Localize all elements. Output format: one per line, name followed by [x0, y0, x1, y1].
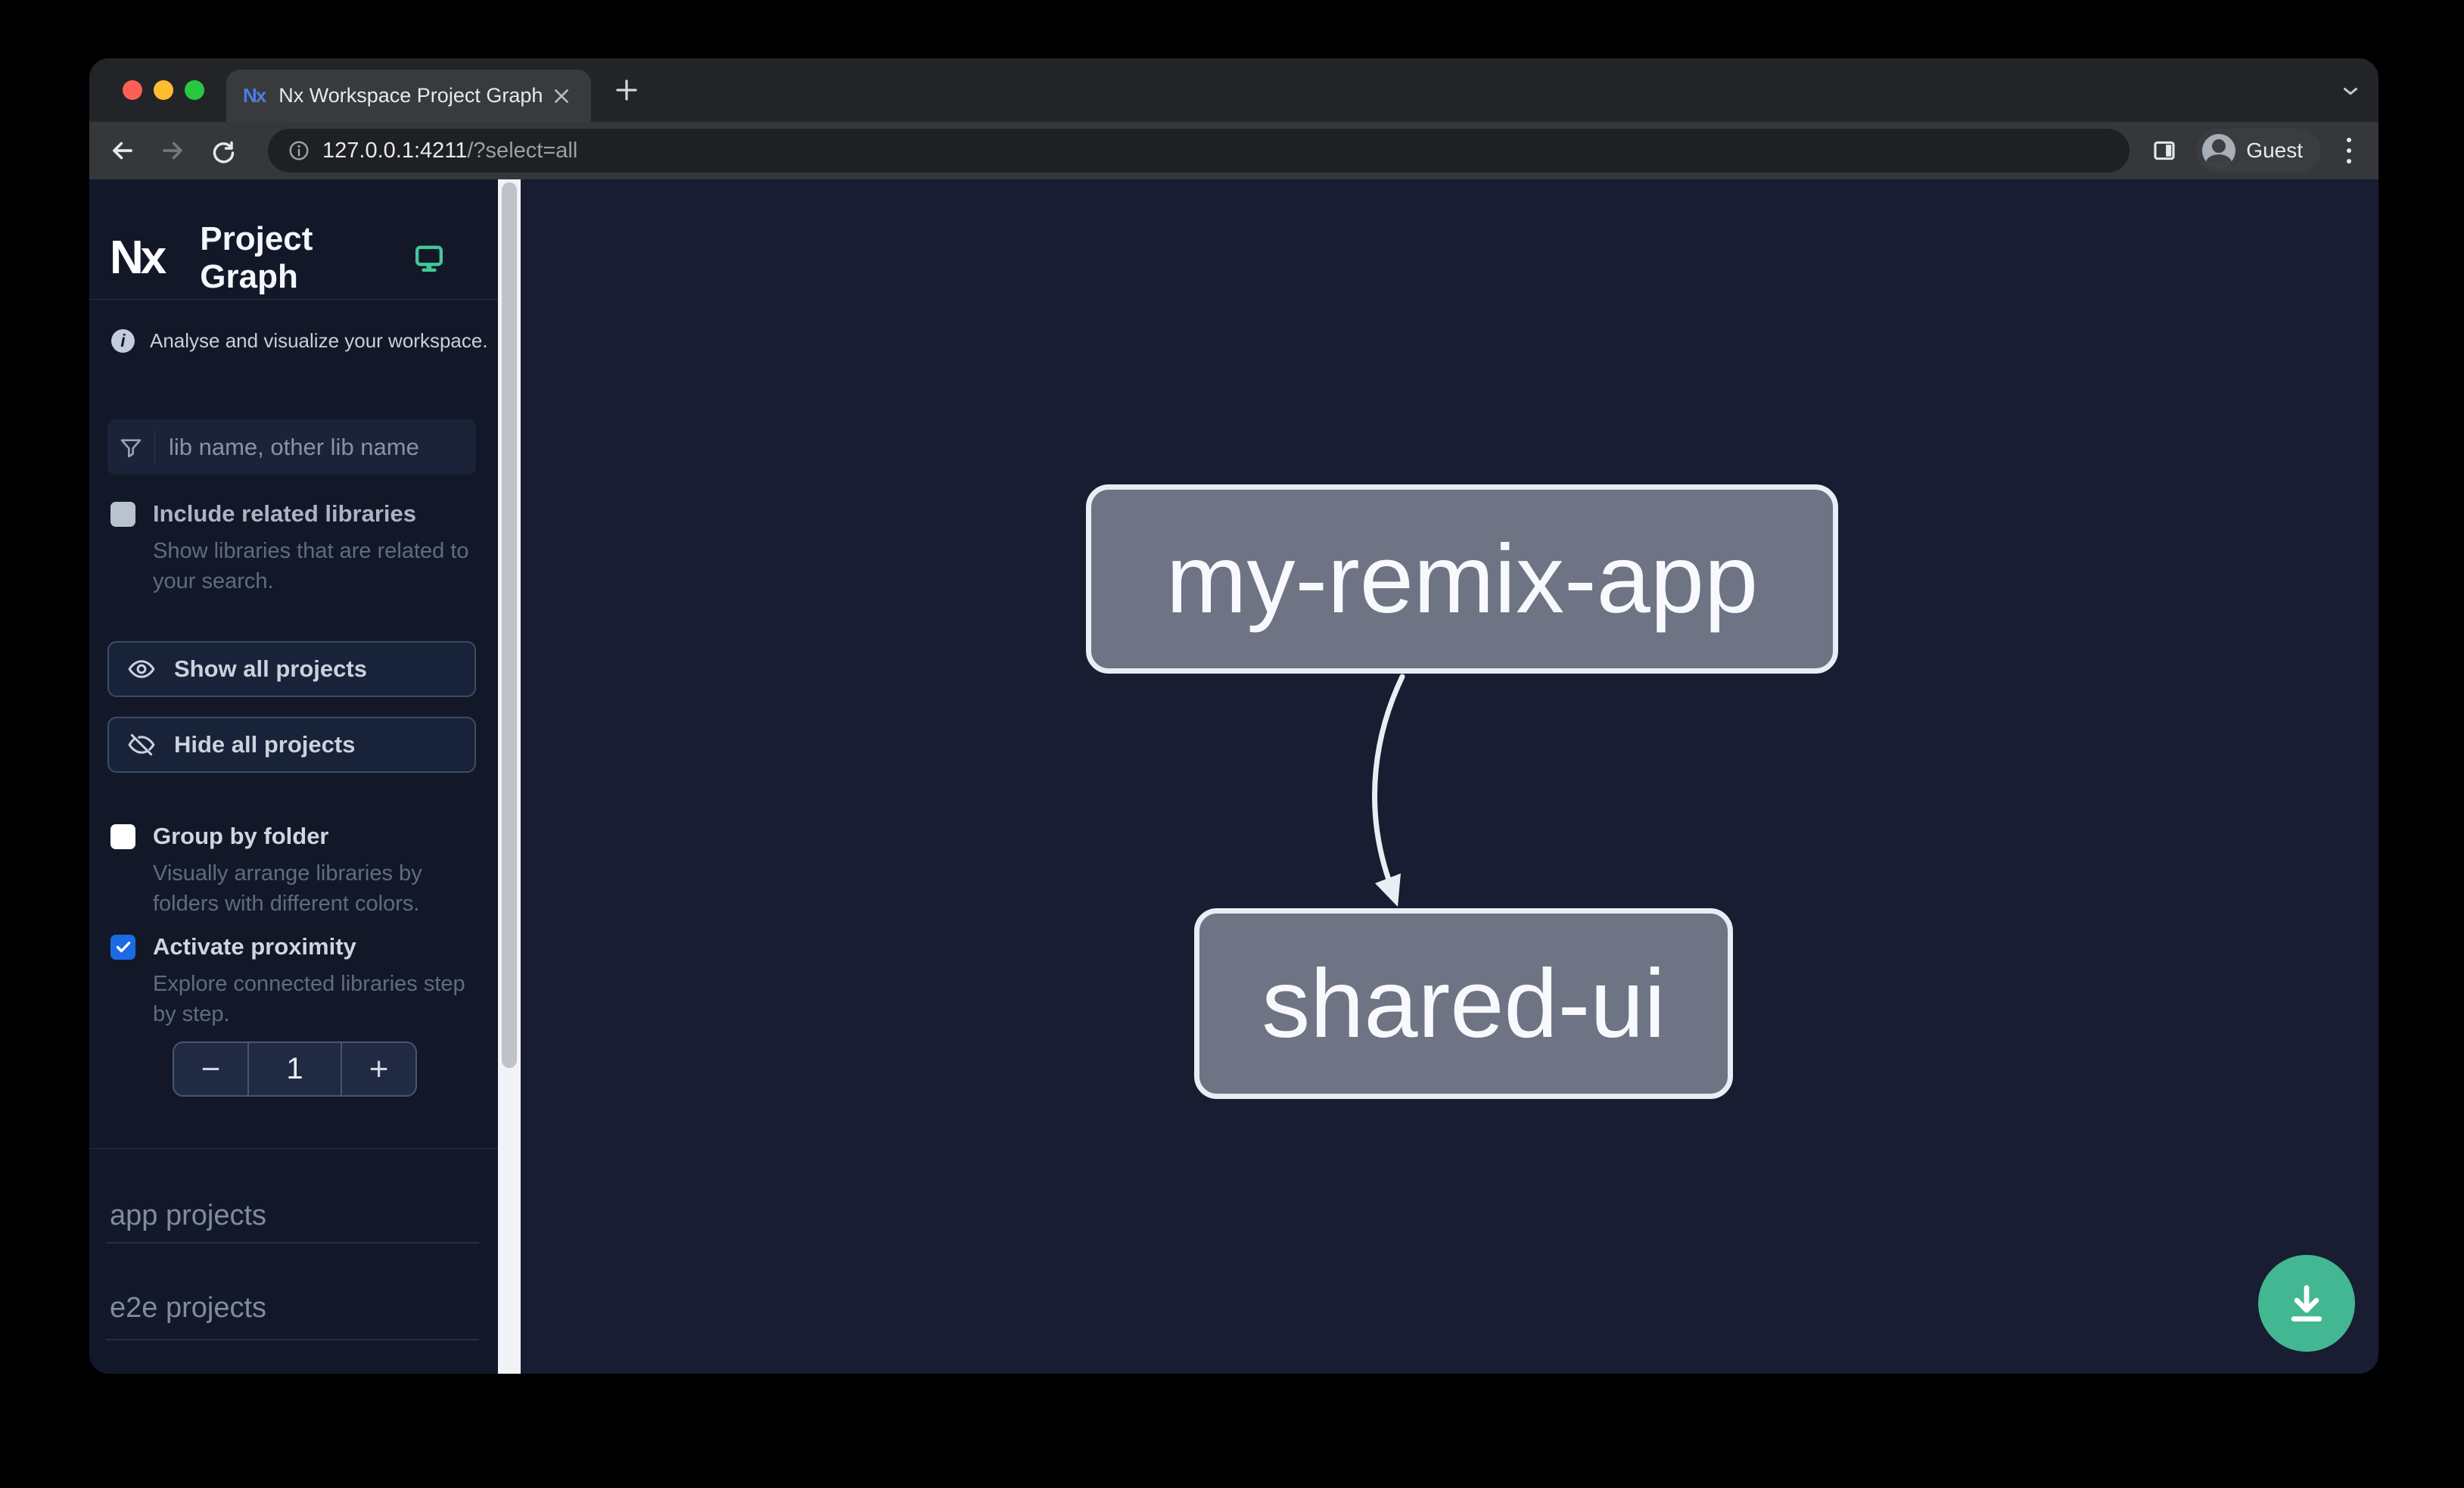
sidebar-header: Nx Project Graph [110, 220, 478, 296]
option-label: Group by folder [153, 823, 329, 849]
button-label: Show all projects [174, 655, 367, 682]
chevron-down-icon[interactable] [2339, 79, 2362, 102]
option-description: Explore connected libraries step by step… [153, 972, 465, 1026]
project-graph-canvas[interactable]: my-remix-app shared-ui [521, 179, 2378, 1374]
info-icon: i [111, 329, 135, 353]
option-label: Activate proximity [153, 933, 356, 960]
filter-icon [107, 435, 154, 459]
tagline: Analyse and visualize your workspace. [150, 329, 488, 352]
divider [89, 1148, 498, 1149]
hide-all-projects-button[interactable]: Hide all projects [107, 717, 476, 773]
divider [89, 299, 498, 300]
option-activate-proximity[interactable]: Activate proximity Explore connected lib… [110, 933, 478, 1029]
divider [154, 430, 155, 464]
graph-edge [1372, 674, 1405, 907]
window-controls [123, 80, 204, 100]
section-e2e-projects: e2e projects [110, 1292, 267, 1324]
sidebar: Nx Project Graph i Analyse and visualize… [89, 179, 498, 1374]
option-description: Show libraries that are related to your … [153, 539, 469, 593]
close-window-button[interactable] [123, 80, 142, 100]
browser-tab[interactable]: Nx Nx Workspace Project Graph [226, 70, 591, 122]
side-panel-icon[interactable] [2149, 135, 2179, 166]
avatar-icon [2202, 134, 2236, 167]
sidebar-scrollbar[interactable] [498, 179, 521, 1374]
option-group-by-folder[interactable]: Group by folder Visually arrange librari… [110, 823, 478, 919]
profile-button[interactable]: Guest [2196, 129, 2321, 173]
forward-icon[interactable] [157, 135, 188, 166]
divider [106, 1339, 479, 1340]
decrement-button[interactable]: − [201, 1050, 221, 1088]
address-bar[interactable]: 127.0.0.1:4211/?select=all [268, 129, 2130, 173]
divider [106, 1242, 479, 1244]
zoom-window-button[interactable] [185, 80, 204, 100]
graph-node-my-remix-app[interactable]: my-remix-app [1086, 484, 1838, 674]
option-include-related[interactable]: Include related libraries Show libraries… [110, 500, 478, 596]
profile-label: Guest [2246, 139, 2303, 162]
graph-node-shared-ui[interactable]: shared-ui [1194, 908, 1733, 1099]
nx-logo: Nx [110, 232, 166, 284]
increment-button[interactable]: + [369, 1050, 389, 1088]
group-by-folder-checkbox[interactable] [110, 823, 135, 849]
browser-toolbar: 127.0.0.1:4211/?select=all Guest [89, 122, 2378, 179]
search-input[interactable] [155, 433, 476, 461]
eye-off-icon [127, 730, 156, 759]
content-area: Nx Project Graph i Analyse and visualize… [89, 179, 2378, 1374]
new-tab-icon[interactable] [613, 76, 640, 104]
nx-favicon-icon: Nx [243, 84, 266, 107]
section-app-projects: app projects [110, 1200, 267, 1231]
monitor-icon [414, 243, 444, 273]
more-menu-icon[interactable] [2338, 138, 2360, 163]
tab-title: Nx Workspace Project Graph [278, 84, 543, 107]
url-path: /?select=all [467, 138, 578, 163]
stepper-value: 1 [247, 1043, 343, 1095]
eye-icon [127, 655, 156, 683]
activate-proximity-checkbox[interactable] [110, 934, 135, 960]
close-tab-icon[interactable] [549, 83, 574, 109]
reload-icon[interactable] [207, 135, 238, 166]
url-text: 127.0.0.1:4211/?select=all [322, 139, 577, 163]
back-icon[interactable] [107, 135, 138, 166]
browser-window: Nx Nx Workspace Project Graph 127.0.0 [89, 58, 2378, 1374]
filter-box [107, 419, 476, 475]
button-label: Hide all projects [174, 731, 356, 758]
include-related-checkbox[interactable] [110, 501, 135, 527]
tagline-row: i Analyse and visualize your workspace. [111, 329, 488, 353]
download-graph-button[interactable] [2258, 1255, 2355, 1352]
site-info-icon[interactable] [288, 139, 310, 162]
proximity-stepper: − 1 + [173, 1041, 417, 1097]
option-label: Include related libraries [153, 500, 417, 527]
show-all-projects-button[interactable]: Show all projects [107, 641, 476, 697]
page-title: Project Graph [200, 220, 313, 295]
minimize-window-button[interactable] [154, 80, 173, 100]
scrollbar-thumb[interactable] [502, 182, 517, 1068]
tab-strip: Nx Nx Workspace Project Graph [89, 58, 2378, 122]
option-description: Visually arrange libraries by folders wi… [153, 861, 422, 916]
download-icon [2283, 1280, 2330, 1327]
url-host: 127.0.0.1:4211 [322, 138, 468, 163]
